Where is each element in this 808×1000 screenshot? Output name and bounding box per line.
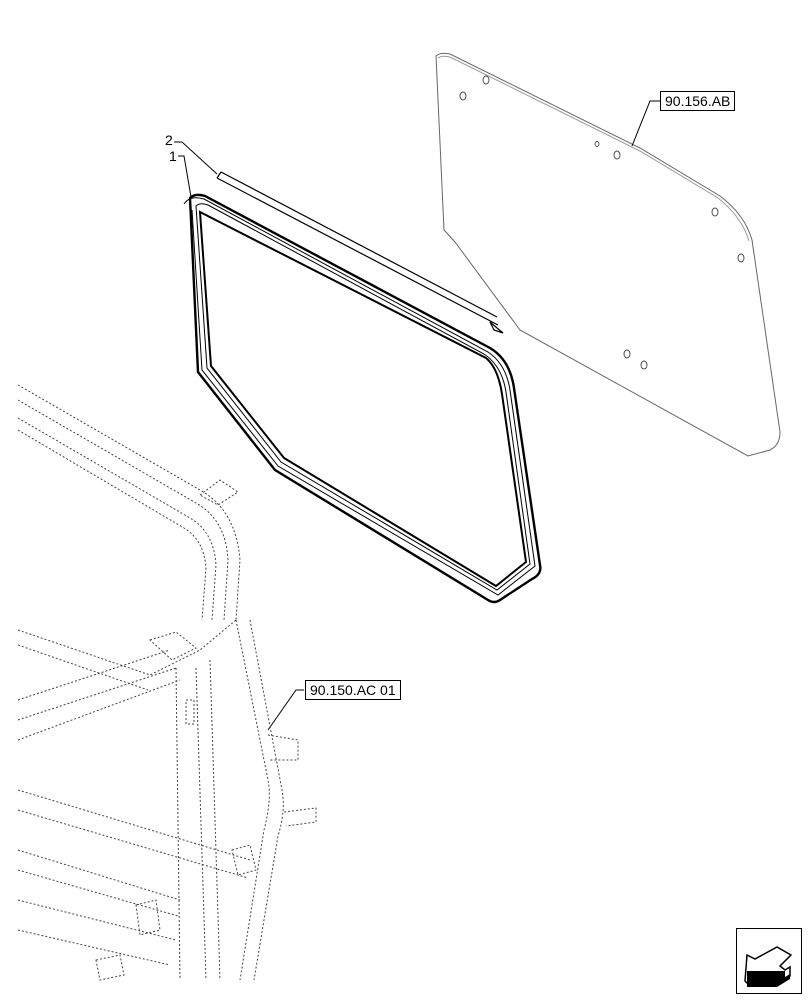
- window-seal: [183, 193, 542, 604]
- window-glass: [435, 52, 781, 457]
- arrow-back-icon: [744, 946, 793, 987]
- back-navigation-button[interactable]: [736, 928, 802, 994]
- seal-strip: [216, 171, 504, 334]
- item-label-2: 2: [165, 132, 173, 148]
- item-label-1: 1: [169, 148, 177, 164]
- leader-lines: [174, 100, 660, 731]
- callout-glass-reference[interactable]: 90.156.AB: [660, 91, 736, 111]
- cab-frame: [17, 384, 317, 981]
- callout-cab-reference[interactable]: 90.150.AC 01: [305, 680, 401, 700]
